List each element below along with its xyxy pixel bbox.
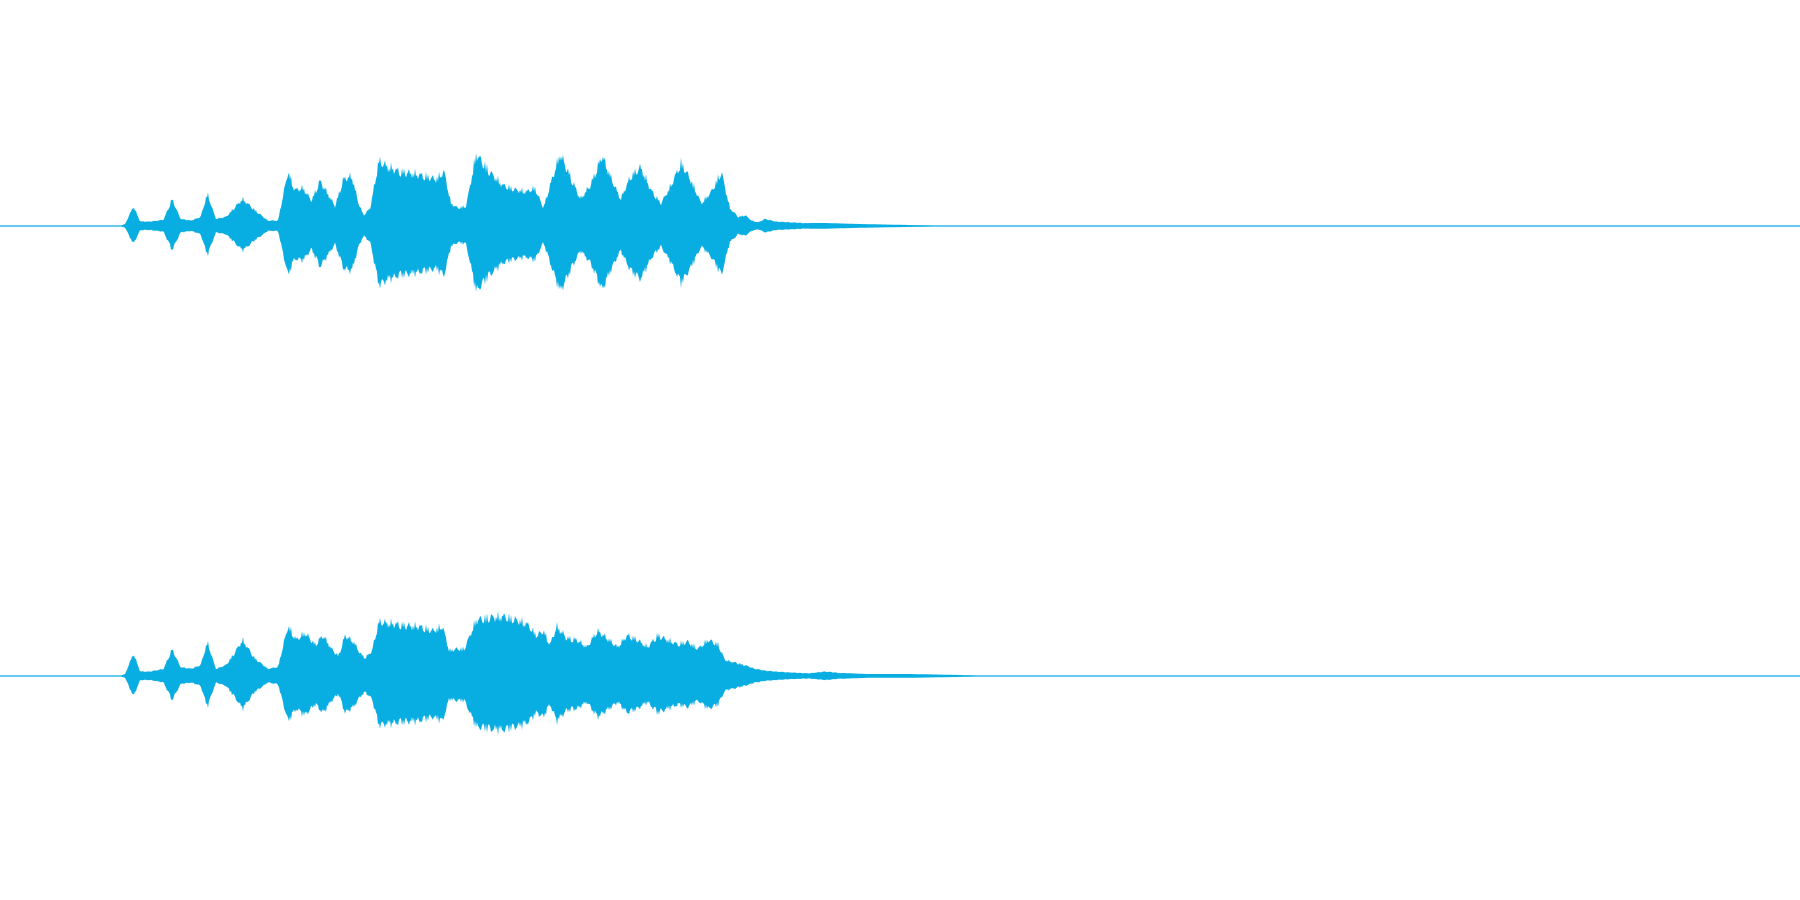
waveform-channel-right	[0, 610, 1800, 736]
waveform-right	[120, 610, 1800, 736]
waveform-left	[120, 153, 1800, 292]
waveform-channel-left	[0, 153, 1800, 292]
